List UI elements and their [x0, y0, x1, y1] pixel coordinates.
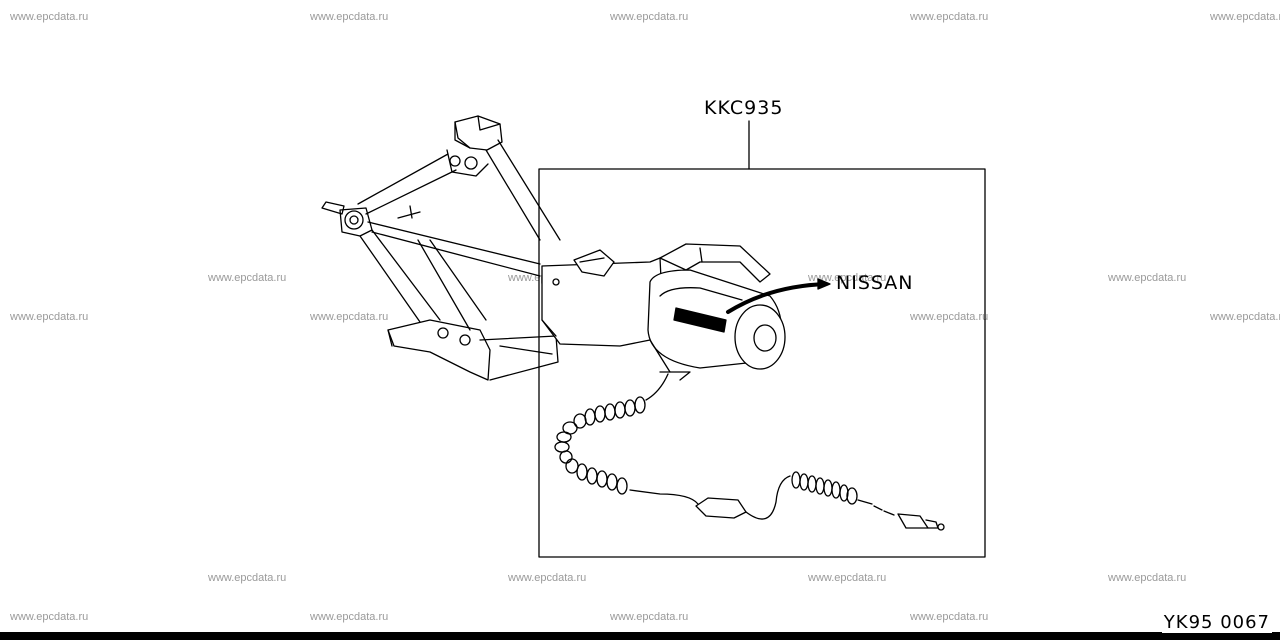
watermark: www.epcdata.ru: [508, 572, 587, 584]
part-number-label: KKC935: [704, 97, 784, 119]
figure-code: YK95 0067: [1161, 612, 1272, 633]
watermark: www.epcdata.ru: [1210, 11, 1280, 23]
inflator-unit: [541, 243, 831, 381]
watermark: www.epcdata.ru: [610, 11, 689, 23]
brand-callout-label: NISSAN: [836, 272, 914, 294]
watermark: www.epcdata.ru: [910, 11, 989, 23]
watermark: www.epcdata.ru: [808, 272, 887, 284]
watermark: www.epcdata.ru: [10, 611, 89, 623]
watermark: www.epcdata.ru: [1108, 272, 1187, 284]
watermark: www.epcdata.ru: [808, 572, 887, 584]
watermark: www.epcdata.ru: [208, 272, 287, 284]
watermark: www.epcdata.ru: [10, 11, 89, 23]
bottom-bar: [0, 632, 1280, 640]
watermark: www.epcdata.ru: [208, 572, 287, 584]
scissor-jack: [321, 115, 561, 381]
kit-frame: [538, 168, 986, 558]
watermark: www.epcdata.ru: [10, 311, 89, 323]
watermark: www.epcdata.ru: [310, 311, 389, 323]
watermark: www.epcdata.ru: [1210, 311, 1280, 323]
coiled-hose: [554, 373, 945, 531]
watermark: www.epcdata.ru: [310, 611, 389, 623]
watermark: www.epcdata.ru: [910, 311, 989, 323]
watermark: www.epcdata.ru: [310, 11, 389, 23]
watermark: www.epcdata.ru: [610, 611, 689, 623]
watermark: www.epcdata.ru: [1108, 572, 1187, 584]
watermark: www.epcdata.ru: [910, 611, 989, 623]
